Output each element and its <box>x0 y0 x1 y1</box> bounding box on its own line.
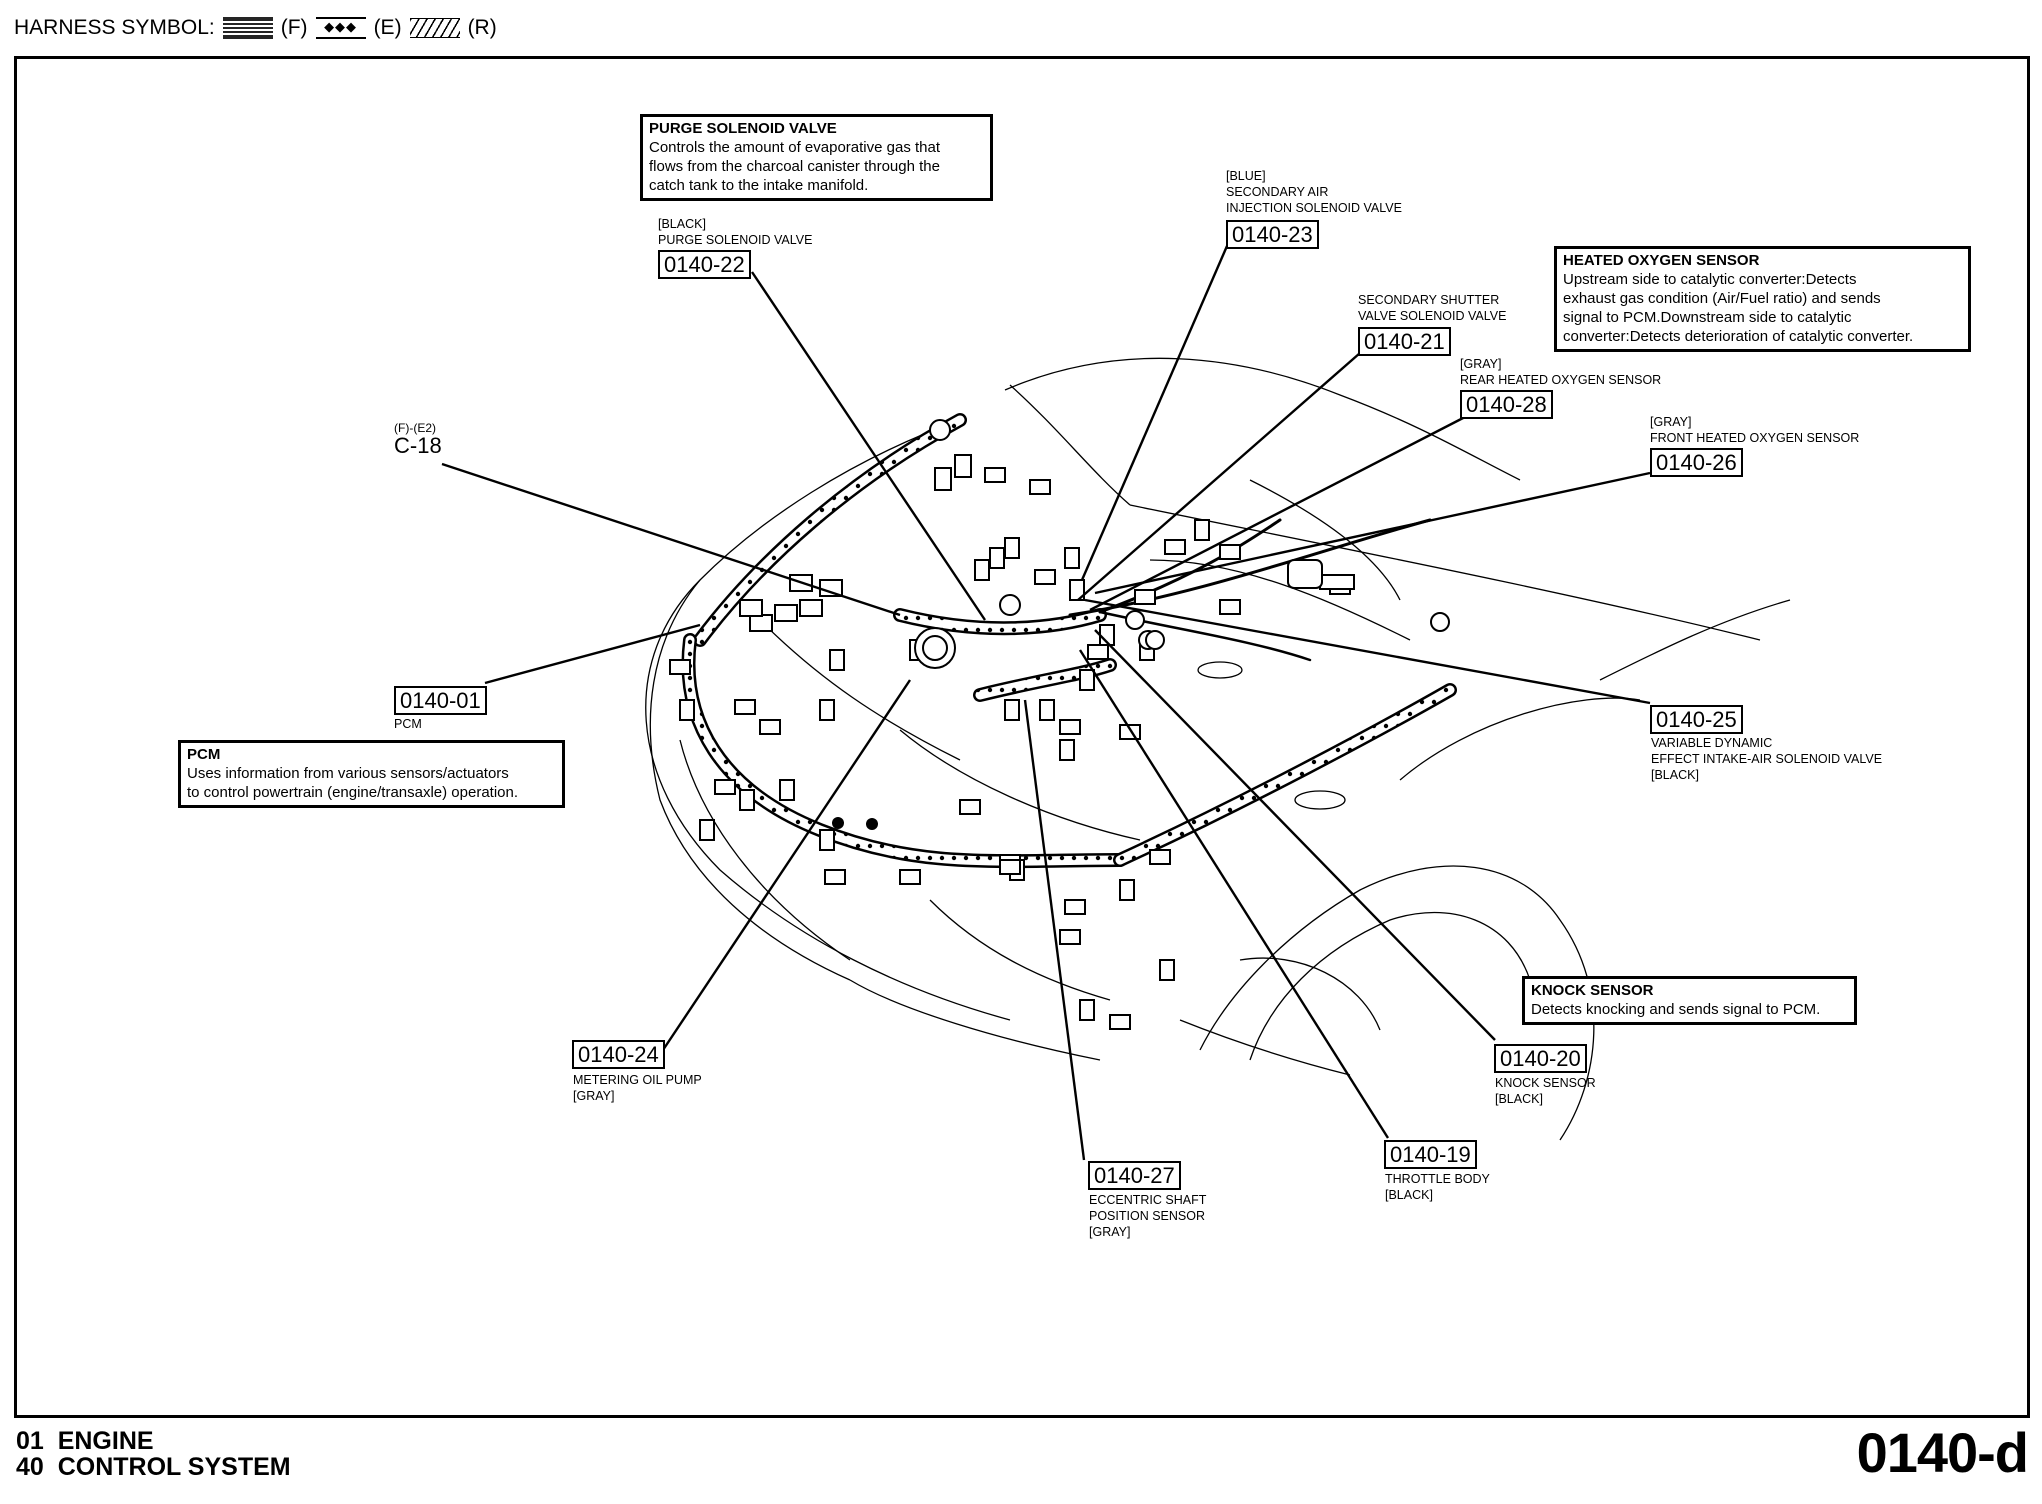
leader-c-18 <box>441 462 901 617</box>
joint-id: C-18 <box>394 433 442 458</box>
note-line: Detects knocking and sends signal to PCM… <box>1531 1001 1821 1018</box>
note-line: to control powertrain (engine/transaxle)… <box>187 784 519 801</box>
joint-connector-c-18[interactable]: (F)-(E2) C-18 <box>394 422 442 457</box>
leader-0140-25 <box>1084 598 1651 705</box>
connector-label-0140-20: KNOCK SENSOR [BLACK] <box>1495 1076 1596 1106</box>
note-purge-solenoid-valve: PURGE SOLENOID VALVE Controls the amount… <box>640 114 993 201</box>
note-line: exhaust gas condition (Air/Fuel ratio) a… <box>1563 290 1881 307</box>
leader-0140-28 <box>1089 415 1466 612</box>
section-engine: 01 ENGINE <box>16 1427 154 1455</box>
leader-lines <box>441 245 1651 1161</box>
note-line: signal to PCM.Downstream side to catalyt… <box>1563 309 1852 326</box>
note-heated-oxygen-sensor: HEATED OXYGEN SENSOR Upstream side to ca… <box>1554 246 1971 352</box>
connector-code-0140-19[interactable]: 0140-19 <box>1384 1140 1477 1169</box>
connector-code-0140-28[interactable]: 0140-28 <box>1460 390 1553 419</box>
leader-0140-26 <box>1094 471 1651 595</box>
note-knock-sensor: KNOCK SENSOR Detects knocking and sends … <box>1522 976 1857 1025</box>
leader-0140-22 <box>751 271 986 621</box>
connector-label-0140-21: SECONDARY SHUTTER VALVE SOLENOID VALVE <box>1358 293 1507 323</box>
connector-code-0140-23[interactable]: 0140-23 <box>1226 220 1319 249</box>
harness-symbol-e-pattern: ◆◆◆ <box>315 17 366 39</box>
connector-code-0140-01[interactable]: 0140-01 <box>394 686 487 715</box>
note-pcm: PCM Uses information from various sensor… <box>178 740 565 808</box>
note-line: catch tank to the intake manifold. <box>649 177 869 194</box>
harness-symbol-f-pattern <box>222 17 273 39</box>
diagram-frame <box>14 56 2030 1418</box>
harness-symbol-r-pattern <box>409 18 460 38</box>
connector-label-0140-27: ECCENTRIC SHAFT POSITION SENSOR [GRAY] <box>1089 1193 1207 1239</box>
car-body-outline <box>645 357 1791 1141</box>
note-title: HEATED OXYGEN SENSOR <box>1563 252 1760 269</box>
section-control-system: 40 CONTROL SYSTEM <box>16 1453 291 1481</box>
leader-0140-01 <box>484 623 701 685</box>
connector-label-0140-24: METERING OIL PUMP [GRAY] <box>573 1073 702 1103</box>
legend-label: HARNESS SYMBOL: <box>14 16 215 39</box>
note-title: PCM <box>187 746 221 763</box>
leader-0140-21 <box>1077 352 1361 601</box>
connector-code-0140-27[interactable]: 0140-27 <box>1088 1161 1181 1190</box>
connector-code-0140-25[interactable]: 0140-25 <box>1650 705 1743 734</box>
connector-label-0140-01: PCM <box>394 717 422 731</box>
connector-code-0140-21[interactable]: 0140-21 <box>1358 327 1451 356</box>
connector-label-0140-25: VARIABLE DYNAMIC EFFECT INTAKE-AIR SOLEN… <box>1651 736 1883 782</box>
leader-0140-20 <box>1094 629 1496 1041</box>
joint-prefix: (F)-(E2) <box>394 421 436 435</box>
note-line: Uses information from various sensors/ac… <box>187 765 509 782</box>
connector-label-0140-26: [GRAY] FRONT HEATED OXYGEN SENSOR <box>1650 415 1860 445</box>
connector-label-0140-23: [BLUE] SECONDARY AIR INJECTION SOLENOID … <box>1226 169 1402 215</box>
note-title: PURGE SOLENOID VALVE <box>649 120 837 137</box>
connector-code-0140-20[interactable]: 0140-20 <box>1494 1044 1587 1073</box>
leader-0140-24 <box>662 679 911 1051</box>
page-code: 0140-d <box>1856 1421 2029 1484</box>
connector-code-0140-24[interactable]: 0140-24 <box>572 1040 665 1069</box>
connector-label-0140-22: [BLACK] PURGE SOLENOID VALVE <box>658 217 813 247</box>
note-line: converter:Detects deterioration of catal… <box>1563 328 1914 345</box>
leader-0140-23 <box>1080 245 1229 581</box>
note-line: Upstream side to catalytic converter:Det… <box>1563 271 1857 288</box>
note-line: flows from the charcoal canister through… <box>649 158 940 175</box>
leader-0140-19 <box>1078 649 1390 1139</box>
connector-code-0140-26[interactable]: 0140-26 <box>1650 448 1743 477</box>
section-title: 01 ENGINE 40 CONTROL SYSTEM <box>16 1428 291 1480</box>
connector-label-0140-19: THROTTLE BODY [BLACK] <box>1385 1172 1490 1202</box>
legend-code-r: (R) <box>467 16 497 39</box>
note-title: KNOCK SENSOR <box>1531 982 1654 999</box>
connector-label-0140-28: [GRAY] REAR HEATED OXYGEN SENSOR <box>1460 357 1662 387</box>
legend-code-e: (E) <box>373 16 402 39</box>
connector-code-0140-22[interactable]: 0140-22 <box>658 250 751 279</box>
leader-0140-27 <box>1023 699 1086 1161</box>
connector-blocks <box>669 419 1450 1030</box>
harness-symbol-legend: HARNESS SYMBOL: (F) ◆◆◆ (E) (R) <box>14 16 497 40</box>
legend-code-f: (F) <box>280 16 308 39</box>
note-line: Controls the amount of evaporative gas t… <box>649 139 941 156</box>
harness-bundles <box>681 413 1457 869</box>
